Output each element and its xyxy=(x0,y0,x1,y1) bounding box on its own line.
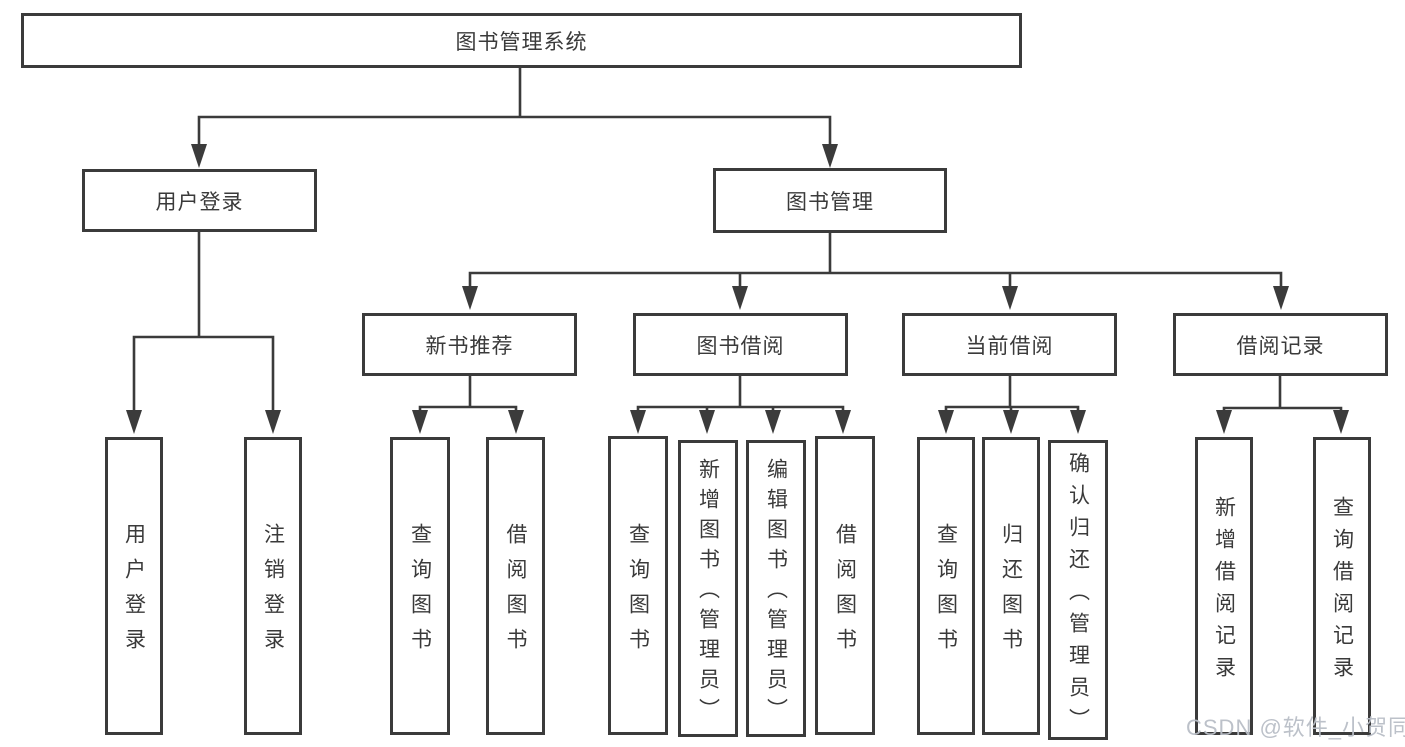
leaf-user-login: 用户登录 xyxy=(105,437,163,735)
node-new-book-recommend: 新书推荐 xyxy=(362,313,577,376)
node-book-management-label: 图书管理 xyxy=(786,190,874,214)
leaf-borrow-edit-books-admin-label: 编辑图书（管理员） xyxy=(764,458,788,728)
leaf-records-query-record-label: 查询借阅记录 xyxy=(1330,495,1354,688)
leaf-newbook-query-books: 查询图书 xyxy=(390,437,450,735)
leaf-borrow-add-books-admin: 新增图书（管理员） xyxy=(678,440,738,737)
node-new-book-recommend-label: 新书推荐 xyxy=(425,334,514,358)
leaf-borrow-add-books-admin-label: 新增图书（管理员） xyxy=(696,458,720,728)
node-user-login: 用户登录 xyxy=(82,169,317,232)
leaf-borrow-edit-books-admin: 编辑图书（管理员） xyxy=(746,440,806,737)
node-root: 图书管理系统 xyxy=(21,13,1022,68)
leaf-current-query-books-label: 查询图书 xyxy=(934,523,958,663)
node-user-login-label: 用户登录 xyxy=(155,190,244,214)
leaf-logout-label: 注销登录 xyxy=(261,523,285,663)
leaf-records-add-record-label: 新增借阅记录 xyxy=(1212,495,1236,688)
leaf-current-confirm-return-admin-label: 确认归还（管理员） xyxy=(1066,451,1090,740)
leaf-borrow-borrow-books: 借阅图书 xyxy=(815,436,875,735)
leaf-borrow-query-books: 查询图书 xyxy=(608,436,668,735)
leaf-newbook-borrow-books: 借阅图书 xyxy=(486,437,545,735)
leaf-current-return-books: 归还图书 xyxy=(982,437,1040,735)
leaf-logout: 注销登录 xyxy=(244,437,302,735)
leaf-borrow-query-books-label: 查询图书 xyxy=(626,522,650,663)
leaf-borrow-borrow-books-label: 借阅图书 xyxy=(833,522,857,663)
leaf-current-confirm-return-admin: 确认归还（管理员） xyxy=(1048,440,1108,740)
csdn-watermark: CSDN @软件_小贺同学 xyxy=(1186,715,1405,740)
leaf-current-query-books: 查询图书 xyxy=(917,437,975,735)
node-book-management: 图书管理 xyxy=(713,168,947,233)
node-borrow-records: 借阅记录 xyxy=(1173,313,1388,376)
node-root-label: 图书管理系统 xyxy=(455,30,588,54)
leaf-records-query-record: 查询借阅记录 xyxy=(1313,437,1371,735)
node-book-borrow-label: 图书借阅 xyxy=(696,334,785,358)
leaf-records-add-record: 新增借阅记录 xyxy=(1195,437,1253,735)
leaf-current-return-books-label: 归还图书 xyxy=(999,523,1023,663)
node-current-borrow: 当前借阅 xyxy=(902,313,1117,376)
node-current-borrow-label: 当前借阅 xyxy=(965,334,1054,358)
node-borrow-records-label: 借阅记录 xyxy=(1236,334,1325,358)
leaf-newbook-borrow-books-label: 借阅图书 xyxy=(504,523,527,663)
leaf-newbook-query-books-label: 查询图书 xyxy=(408,523,432,663)
leaf-user-login-label: 用户登录 xyxy=(122,523,146,663)
node-book-borrow: 图书借阅 xyxy=(633,313,848,376)
